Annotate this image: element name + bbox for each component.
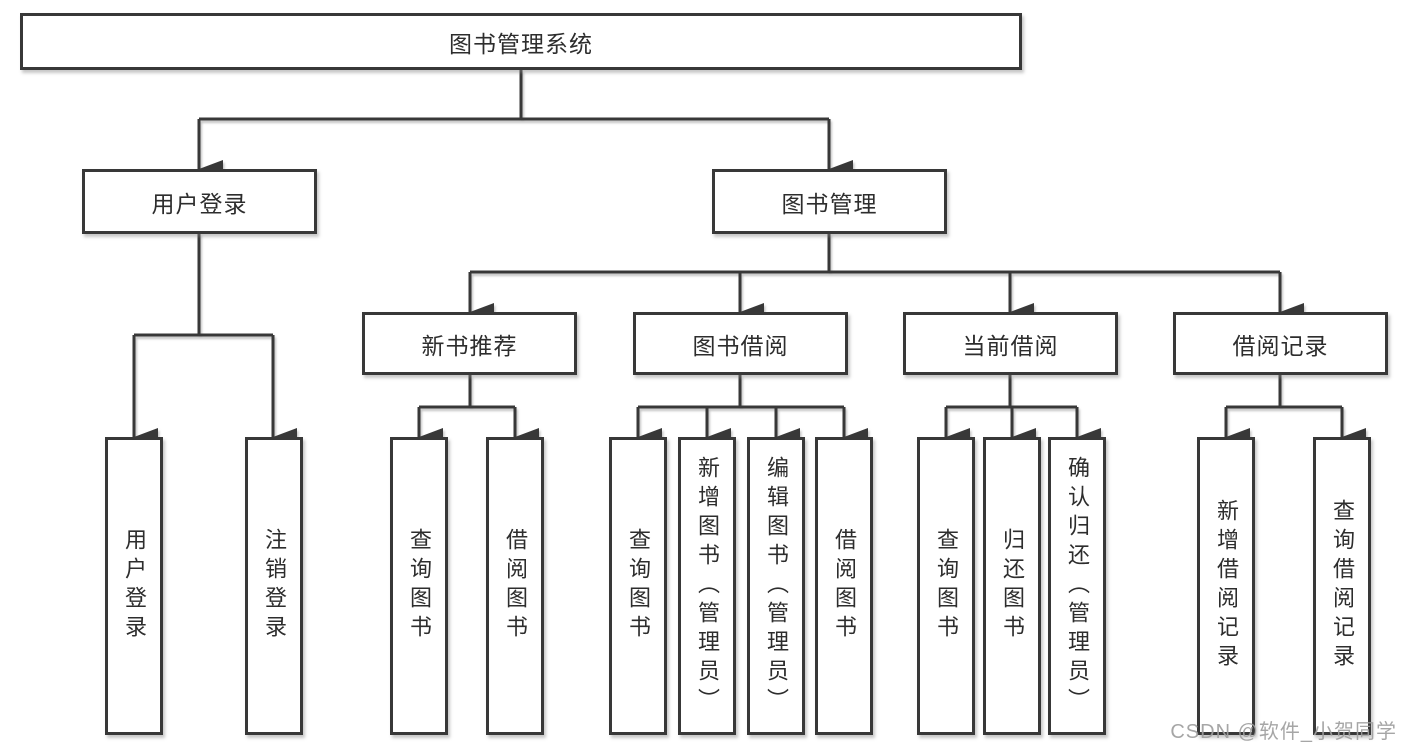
node-current-borrow: 当前借阅 [903, 312, 1118, 375]
node-leaf-add-books-admin: 新增图书（管理员） [678, 437, 736, 735]
csdn-watermark: CSDN @软件_小贺同学 [1170, 721, 1397, 743]
node-leaf-user-login: 用户登录 [105, 437, 163, 735]
node-label: 查询图书 [407, 528, 432, 644]
node-label: 新增借阅记录 [1214, 499, 1239, 673]
node-book-borrow: 图书借阅 [633, 312, 848, 375]
node-leaf-query-books-1: 查询图书 [390, 437, 448, 735]
node-label: 查询图书 [626, 528, 651, 644]
node-leaf-logout: 注销登录 [245, 437, 303, 735]
node-label: 确认归还（管理员） [1065, 455, 1090, 717]
node-leaf-borrow-books-1: 借阅图书 [486, 437, 544, 735]
node-leaf-return-books: 归还图书 [983, 437, 1041, 735]
node-leaf-confirm-return-admin: 确认归还（管理员） [1048, 437, 1106, 735]
node-leaf-borrow-books-2: 借阅图书 [815, 437, 873, 735]
node-leaf-edit-books-admin: 编辑图书（管理员） [747, 437, 805, 735]
node-library-management-system: 图书管理系统 [20, 13, 1022, 70]
node-leaf-query-books-2: 查询图书 [609, 437, 667, 735]
node-label: 查询借阅记录 [1330, 499, 1355, 673]
node-borrow-records: 借阅记录 [1173, 312, 1388, 375]
node-label: 用户登录 [122, 528, 147, 644]
node-label: 查询图书 [934, 528, 959, 644]
node-label: 注销登录 [262, 528, 287, 644]
node-user-login: 用户登录 [82, 169, 317, 234]
node-label: 归还图书 [1000, 528, 1025, 644]
node-label: 借阅图书 [832, 528, 857, 644]
node-leaf-query-books-3: 查询图书 [917, 437, 975, 735]
node-label: 新增图书（管理员） [695, 455, 720, 717]
node-book-management: 图书管理 [712, 169, 947, 234]
node-new-book-recommend: 新书推荐 [362, 312, 577, 375]
node-label: 借阅图书 [503, 528, 528, 644]
node-leaf-query-borrow-record: 查询借阅记录 [1313, 437, 1371, 735]
node-label: 编辑图书（管理员） [764, 455, 789, 717]
node-leaf-add-borrow-record: 新增借阅记录 [1197, 437, 1255, 735]
